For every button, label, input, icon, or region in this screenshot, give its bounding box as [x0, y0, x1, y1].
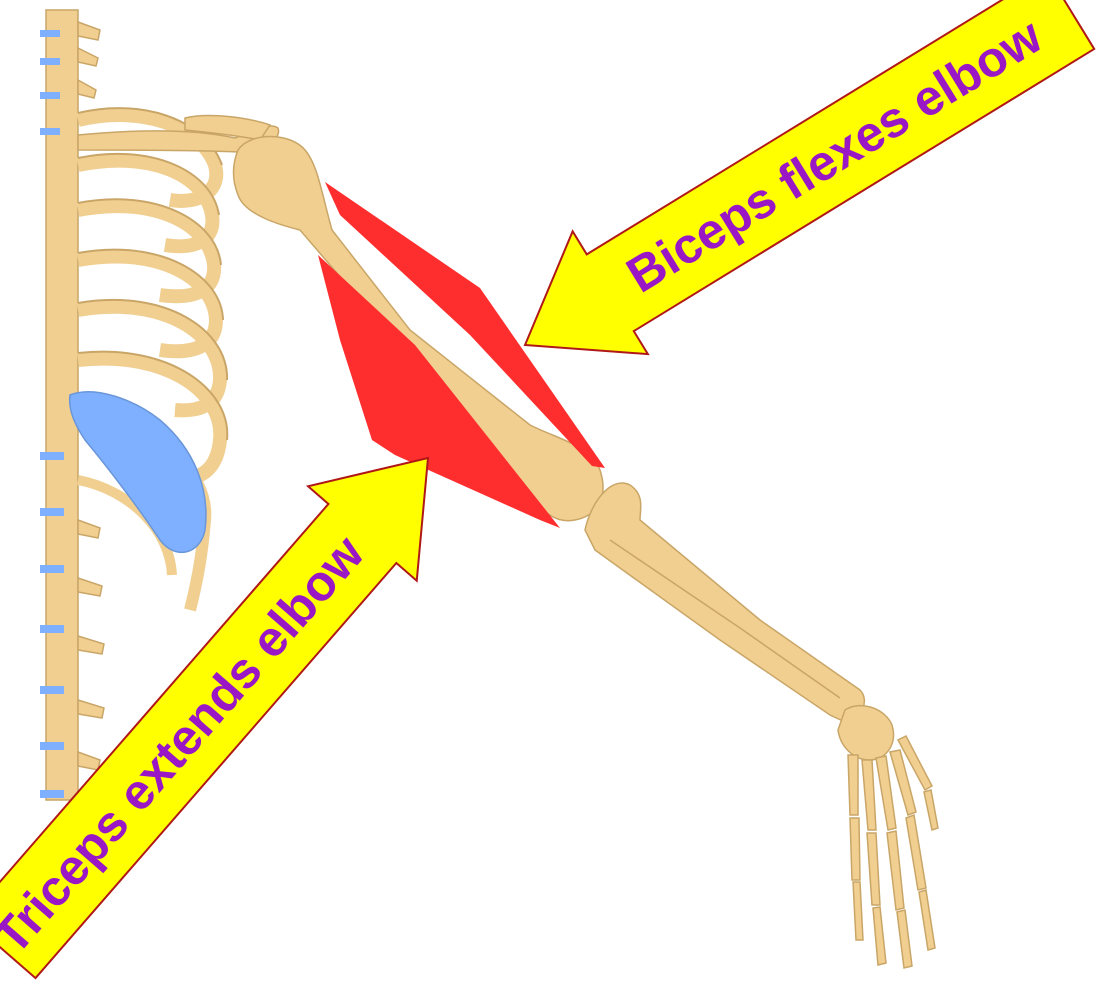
- biceps-arrow: Biceps flexes elbow: [487, 0, 1102, 406]
- rib-cage: [78, 108, 227, 610]
- forearm-bones: [585, 483, 864, 722]
- hand-bones: [838, 706, 938, 968]
- biceps-label: Biceps flexes elbow: [617, 7, 1052, 303]
